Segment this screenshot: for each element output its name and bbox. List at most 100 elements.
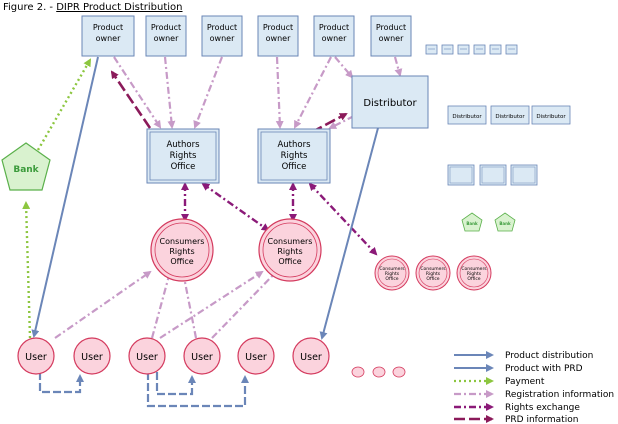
prd-user3-user4	[155, 372, 196, 396]
cro-2-line1: Consumers	[268, 237, 313, 246]
prd-aro1-owner1	[110, 70, 152, 129]
user-6[interactable]: User	[292, 337, 330, 375]
product-owner-5[interactable]: Product owner	[313, 15, 355, 57]
mini-product-owners	[425, 44, 518, 55]
mini-user-1	[351, 366, 365, 378]
reg-user3-cro2	[159, 270, 264, 339]
small-cro-1-line1: Consumers	[379, 266, 405, 272]
consumers-rights-office-2[interactable]: Consumers Rights Office	[258, 218, 322, 282]
product-owner-4-line1: Product	[263, 23, 293, 32]
small-distributor-1[interactable]: Distributor	[447, 105, 487, 125]
rx-aro1-cro2	[201, 182, 270, 232]
legend-label-prd-information: PRD information	[505, 415, 578, 424]
mini-authors-office-1	[447, 164, 475, 186]
user-5[interactable]: User	[237, 337, 275, 375]
product-owner-6-line2: owner	[379, 34, 404, 43]
reg-owner1-aro1	[113, 56, 162, 129]
user-1-label: User	[25, 352, 47, 363]
mini-authors-offices	[447, 164, 538, 186]
distributor-label: Distributor	[363, 98, 417, 109]
reg-owner4-aro2	[275, 56, 284, 129]
user-2[interactable]: User	[73, 337, 111, 375]
reg-user4-cro1	[180, 270, 198, 339]
product-owner-4[interactable]: Product owner	[257, 15, 299, 57]
product-owner-6[interactable]: Product owner	[370, 15, 412, 57]
mini-authors-office-2	[479, 164, 507, 186]
product-owner-5-line2: owner	[322, 34, 347, 43]
product-owner-6-line1: Product	[376, 23, 406, 32]
legend-product-distribution: Product distribution	[454, 351, 593, 361]
connectors	[22, 56, 403, 408]
reg-user1-cro1	[54, 270, 152, 339]
aro-1-line3: Office	[171, 162, 196, 172]
mini-product-owner-5	[489, 44, 502, 55]
mini-user-2	[372, 366, 386, 378]
mini-product-owner-4	[473, 44, 486, 55]
aro-2-line3: Office	[282, 162, 307, 172]
reg-owner5-aro2	[294, 56, 332, 129]
product-owner-3-line2: owner	[210, 34, 235, 43]
mini-product-owner-3	[457, 44, 470, 55]
figure-prefix: Figure 2. -	[3, 2, 56, 13]
legend-rights-exchange: Rights exchange	[454, 403, 580, 413]
user-6-label: User	[300, 352, 322, 363]
product-owner-1-line1: Product	[93, 23, 123, 32]
mini-user-3	[392, 366, 406, 378]
dist-distributor-user6	[319, 127, 379, 340]
small-bank-1[interactable]: Bank	[461, 212, 483, 232]
user-5-label: User	[245, 352, 267, 363]
aro-2-line1: Authors	[277, 140, 311, 150]
authors-rights-office-2[interactable]: Authors Rights Office	[257, 128, 331, 184]
small-cro-3-line1: Consumers	[461, 266, 487, 272]
user-1[interactable]: User	[17, 337, 55, 375]
small-consumers-office-2[interactable]: Consumers Rights Office	[415, 255, 451, 291]
mini-users	[351, 366, 406, 378]
authors-rights-office-1[interactable]: Authors Rights Office	[146, 128, 220, 184]
small-distributor-3[interactable]: Distributor	[531, 105, 571, 125]
user-3[interactable]: User	[128, 337, 166, 375]
legend-payment: Payment	[454, 377, 545, 387]
small-banks: Bank Bank	[461, 212, 516, 232]
product-owner-1-line2: owner	[96, 34, 121, 43]
small-bank-1-label: Bank	[466, 221, 478, 226]
small-cro-1-line3: Office	[385, 276, 398, 282]
product-owner-1[interactable]: Product owner	[81, 15, 135, 57]
small-bank-2-label: Bank	[499, 221, 511, 226]
product-owner-3[interactable]: Product owner	[201, 15, 243, 57]
bank[interactable]: Bank	[1, 142, 51, 191]
small-consumers-office-3[interactable]: Consumers Rights Office	[456, 255, 492, 291]
product-owner-2[interactable]: Product owner	[145, 15, 187, 57]
consumers-rights-office-1[interactable]: Consumers Rights Office	[150, 218, 214, 282]
small-distributor-2-label: Distributor	[495, 114, 525, 120]
product-owner-2-line2: owner	[154, 34, 179, 43]
small-distributor-2[interactable]: Distributor	[490, 105, 530, 125]
small-consumers-offices: Consumers Rights Office Consumers Rights…	[374, 255, 492, 291]
product-owner-2-line1: Product	[151, 23, 181, 32]
small-cro-1-line2: Rights	[385, 271, 400, 277]
mini-authors-office-3	[510, 164, 538, 186]
reg-owner6-dist	[393, 56, 403, 77]
product-owners: Product owner Product owner Product owne…	[81, 15, 412, 57]
rx-aro2-smallcro	[308, 182, 378, 256]
pay-bank-owner1	[36, 58, 92, 151]
legend-label-rights-exchange: Rights exchange	[505, 403, 580, 413]
reg-user3-cro1	[150, 270, 173, 339]
figure-caption: Figure 2. - DIPR Product Distribution	[3, 2, 183, 13]
product-owner-4-line2: owner	[266, 34, 291, 43]
legend-label-product-distribution: Product distribution	[505, 351, 593, 361]
dist-owner1-user1	[31, 56, 99, 338]
small-distributors: Distributor Distributor Distributor	[447, 105, 571, 125]
aro-1-line1: Authors	[166, 140, 200, 150]
legend: Product distribution Product with PRD Pa…	[454, 351, 614, 424]
legend-label-registration-information: Registration information	[505, 390, 614, 400]
mini-product-owner-1	[425, 44, 438, 55]
small-distributor-3-label: Distributor	[536, 114, 566, 120]
distributor[interactable]: Distributor	[351, 75, 429, 129]
user-4[interactable]: User	[183, 337, 221, 375]
small-cro-3-line3: Office	[467, 276, 480, 282]
users: User User User User User User	[17, 337, 330, 375]
small-consumers-office-1[interactable]: Consumers Rights Office	[374, 255, 410, 291]
legend-prd-information: PRD information	[454, 415, 578, 424]
small-bank-2[interactable]: Bank	[494, 212, 516, 232]
